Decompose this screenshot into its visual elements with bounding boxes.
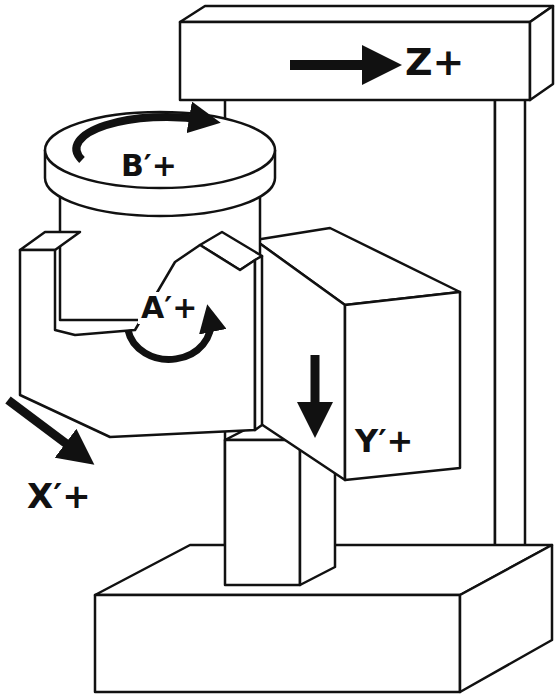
trunnion-cradle-part <box>20 232 80 250</box>
saddle-arm-part <box>345 292 460 480</box>
y-arrow <box>311 355 320 420</box>
axis-label: B′+ <box>118 150 180 182</box>
spindle-head <box>180 6 553 100</box>
trunnion-cradle <box>20 232 262 437</box>
trunnion-cradle-part <box>20 245 255 437</box>
axis-arrows <box>8 65 382 454</box>
z-arrow <box>290 60 382 70</box>
trunnion-cradle-part <box>255 256 262 430</box>
saddle-arm-part <box>255 240 345 480</box>
base-part <box>460 545 552 692</box>
axis-label: Y′+ <box>352 424 416 458</box>
spindle-head-part <box>180 6 553 22</box>
knee-part <box>225 440 300 585</box>
machine-body <box>20 6 553 692</box>
base-part <box>95 595 460 692</box>
column-part <box>495 80 525 565</box>
axis-label: X′+ <box>24 478 94 514</box>
saddle-arm <box>255 228 460 480</box>
rotary-table-part <box>45 112 275 188</box>
axis-label: Z+ <box>402 42 467 82</box>
spindle-head-part <box>530 6 553 100</box>
x-arrow <box>8 400 80 454</box>
spindle-head-part <box>180 22 530 100</box>
axis-label: A′+ <box>138 292 200 324</box>
a-arrow <box>128 318 211 359</box>
